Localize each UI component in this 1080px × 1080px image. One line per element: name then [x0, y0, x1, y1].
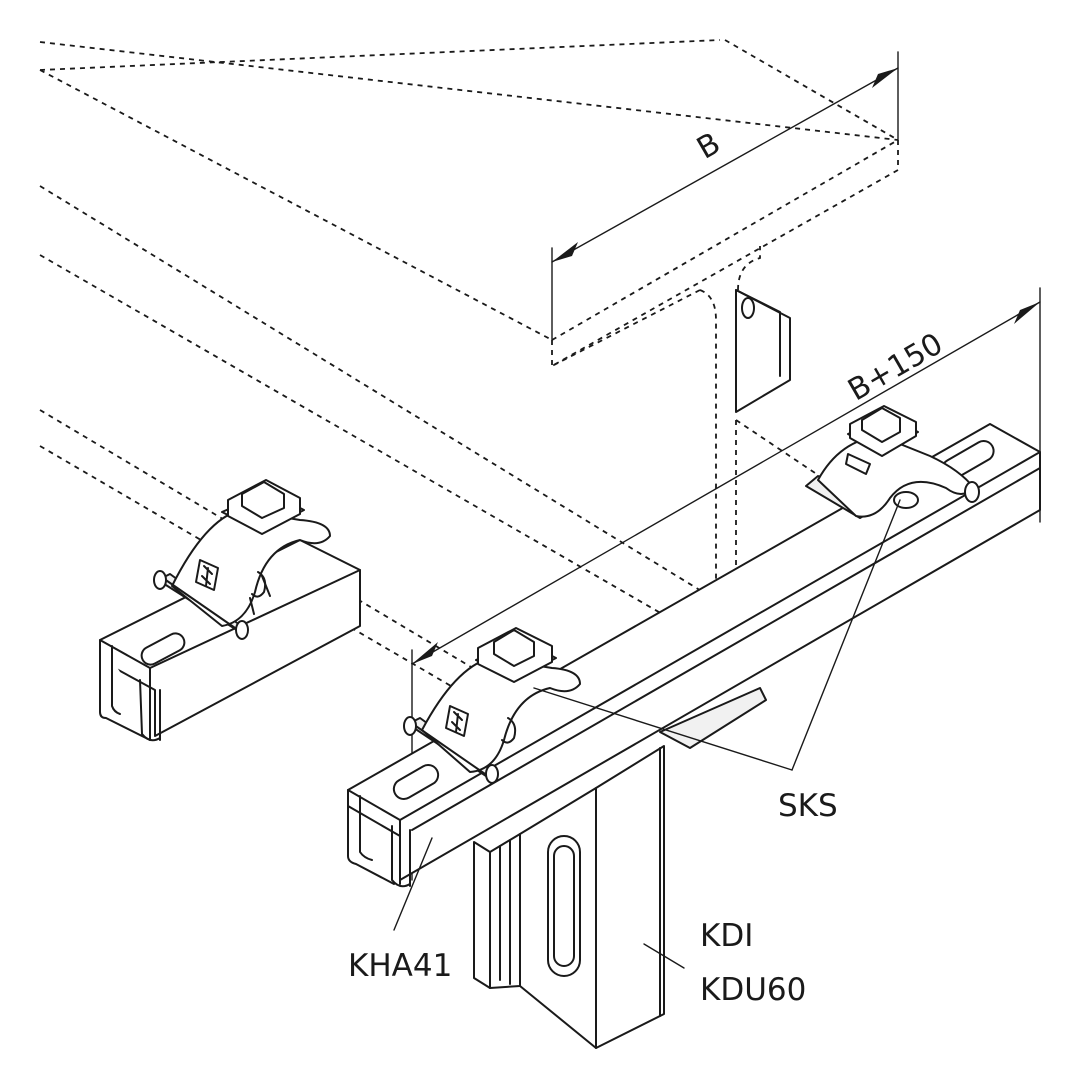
label-kdu60: KDU60: [700, 972, 806, 1008]
slot: [547, 835, 581, 977]
leader-lines: [393, 499, 901, 969]
left-channel: [99, 539, 361, 742]
dimension-b-label: B: [691, 126, 726, 167]
support-bracket: [473, 687, 767, 1049]
arrow-head-right: [872, 68, 898, 88]
dimension-b-150-label: B+150: [842, 326, 949, 408]
front-clamp: [403, 627, 581, 784]
main-channel: [347, 423, 1041, 888]
arrow-head-left: [552, 242, 578, 262]
arrow-head-left: [412, 642, 438, 664]
dimension-b: B: [551, 51, 899, 341]
label-kdi: KDI: [700, 918, 753, 954]
beam-flange: [735, 289, 791, 413]
label-sks: SKS: [778, 788, 838, 824]
right-clamp: [805, 405, 980, 519]
label-kha41: KHA41: [348, 948, 452, 984]
left-clamp: [153, 479, 331, 640]
arrow-head-right: [1014, 302, 1040, 324]
